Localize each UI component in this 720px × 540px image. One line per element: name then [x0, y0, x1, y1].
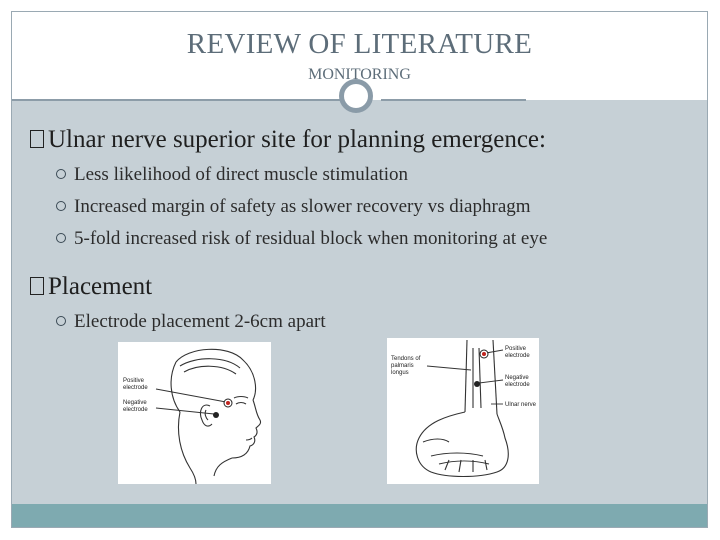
negative-lead-wire: [155, 407, 215, 415]
tendons-label-line3: longus: [391, 370, 409, 376]
face-illustration: Positive electrode Negative electrode: [123, 348, 262, 484]
list-item: Increased margin of safety as slower rec…: [56, 196, 531, 218]
circle-bullet-icon: [56, 201, 66, 211]
negative-label-line1: Negative: [123, 400, 147, 406]
wrist-illustration: Tendons of palmaris longus Positive elec…: [391, 339, 537, 477]
negative-electrode-marker: [213, 412, 219, 418]
positive-electrode-dot: [482, 352, 486, 356]
wrist-positive-label-line1: Positive: [505, 346, 527, 352]
wrist-negative-label-line2: electrode: [505, 382, 530, 388]
negative-label-line2: electrode: [123, 407, 148, 413]
header-divider-right: [381, 99, 526, 101]
list-item-text: Increased margin of safety as slower rec…: [74, 196, 531, 217]
tendon-pointer-line: [426, 365, 472, 371]
positive-label-line1: Positive: [123, 378, 145, 384]
wrist-negative-label-line1: Negative: [505, 375, 529, 381]
list-item-text: Less likelihood of direct muscle stimula…: [74, 164, 409, 185]
tendons-label-line1: Tendons of: [391, 356, 421, 362]
list-item: Less likelihood of direct muscle stimula…: [56, 164, 408, 186]
missing-glyph-bullet-icon: [30, 277, 44, 295]
slide-title: REVIEW OF LITERATURE: [186, 28, 533, 60]
section-heading-placement: Placement: [30, 273, 152, 301]
list-item: 5-fold increased risk of residual block …: [56, 228, 547, 250]
list-item-text: 5-fold increased risk of residual block …: [74, 228, 548, 249]
missing-glyph-bullet-icon: [30, 130, 44, 148]
list-item: Electrode placement 2-6cm apart: [56, 311, 326, 333]
wrist-positive-label-line2: electrode: [505, 353, 530, 359]
tendons-label-line2: palmaris: [391, 363, 414, 369]
content-area: [12, 100, 707, 504]
section-heading-ulnar: Ulnar nerve superior site for planning e…: [30, 126, 546, 154]
section-heading-text: Ulnar nerve superior site for planning e…: [48, 126, 546, 153]
section-heading-text: Placement: [48, 273, 153, 300]
positive-lead-wire: [485, 349, 504, 354]
positive-lead-wire: [155, 388, 227, 403]
circle-bullet-icon: [56, 316, 66, 326]
circle-bullet-icon: [56, 169, 66, 179]
circle-bullet-icon: [56, 233, 66, 243]
list-item-text: Electrode placement 2-6cm apart: [74, 311, 326, 332]
divider-circle-ornament: [339, 79, 373, 113]
slide-frame: [11, 11, 708, 528]
negative-electrode-marker: [474, 381, 480, 387]
face-electrode-figure: Positive electrode Negative electrode: [118, 342, 271, 484]
negative-lead-wire: [478, 379, 504, 384]
header-divider-left: [12, 99, 341, 101]
positive-electrode-dot: [226, 401, 230, 405]
slide-subtitle: MONITORING: [308, 66, 411, 83]
footer-bar: [12, 504, 707, 527]
ulnar-nerve-label: Ulnar nerve: [505, 402, 537, 408]
positive-label-line2: electrode: [123, 385, 148, 391]
wrist-electrode-figure: Tendons of palmaris longus Positive elec…: [387, 338, 539, 484]
